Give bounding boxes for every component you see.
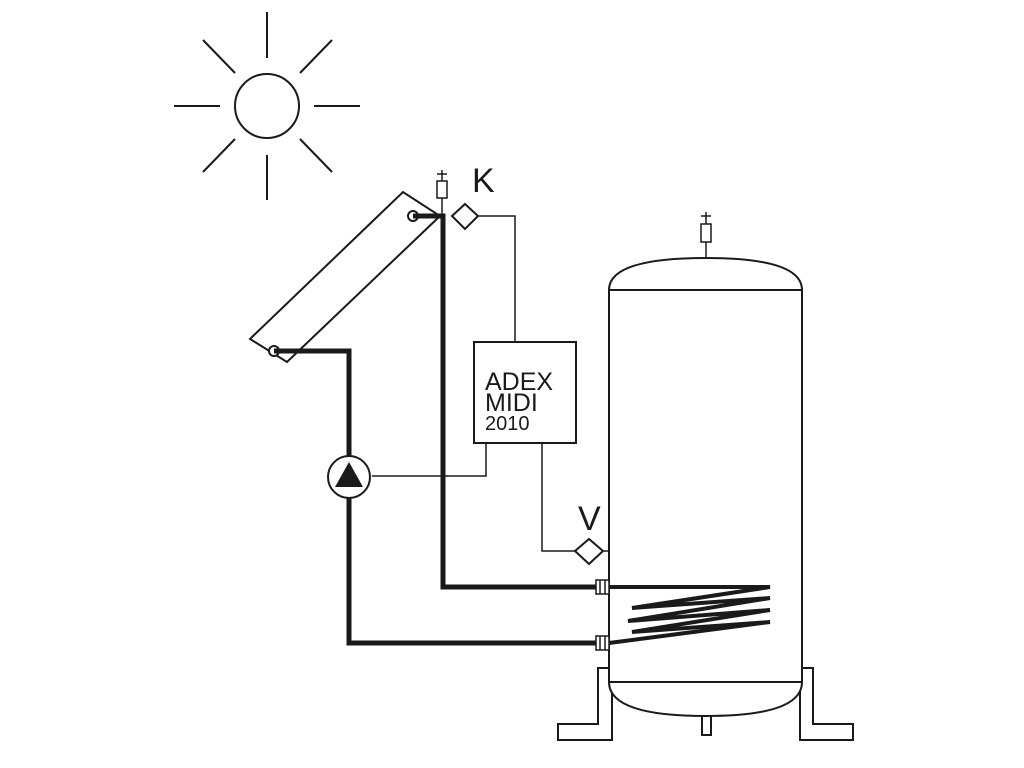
tank-connector-supply xyxy=(595,579,610,595)
solar-controller: ADEX MIDI 2010 xyxy=(473,341,577,444)
tank-leg-right xyxy=(799,667,854,741)
solar-collector xyxy=(248,190,442,364)
air-vent-tank xyxy=(700,212,712,260)
controller-name-line1: ADEX xyxy=(485,368,553,396)
storage-tank xyxy=(557,256,854,741)
sun-icon xyxy=(174,12,360,200)
collector-temperature-sensor xyxy=(450,202,480,231)
controller-name-line2: MIDI xyxy=(485,389,538,417)
tank-temperature-sensor xyxy=(573,537,609,566)
collector-sensor-label: K xyxy=(472,162,495,200)
circulation-pump-icon xyxy=(327,455,371,499)
tank-leg-left xyxy=(557,667,613,741)
tank-drain xyxy=(701,716,712,736)
tank-sensor-label: V xyxy=(578,500,601,538)
heat-exchanger-coil xyxy=(608,585,771,645)
air-vent-collector xyxy=(436,170,448,216)
control-wiring xyxy=(372,215,575,552)
tank-connector-return xyxy=(595,635,610,651)
controller-model-number: 2010 xyxy=(485,413,530,435)
solar-loop-piping xyxy=(274,213,596,646)
